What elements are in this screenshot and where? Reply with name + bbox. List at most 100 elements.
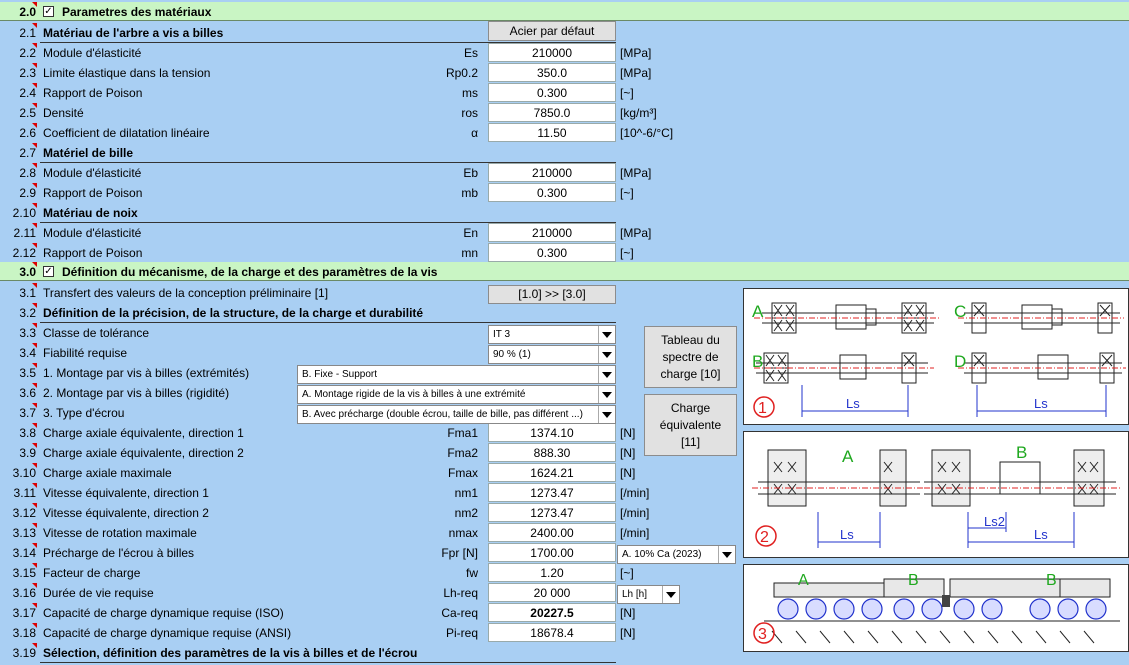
row-label: Durée de vie requise [43,586,154,600]
diagram1-dim-ls-left: Ls [846,396,860,411]
row-symbol: Rp0.2 [445,66,478,80]
comment-marker [32,623,37,628]
comment-marker [32,383,37,388]
row-number: 3.3 [19,326,36,340]
row-number: 3.16 [12,586,36,600]
value-field[interactable]: 1273.47 [488,483,616,502]
row-label: Matériel de bille [43,146,134,160]
row-number: 3.10 [12,466,36,480]
value-field[interactable]: 1273.47 [488,503,616,522]
comment-marker [32,43,37,48]
row-number: 3.4 [19,346,36,360]
row-symbol: nm2 [454,506,478,520]
row-label: Charge axiale équivalente, direction 2 [43,446,244,460]
diagram3-letter-b1: B [908,572,919,589]
diagram2-dim-ls-right: Ls [1034,527,1048,542]
equivalent-load-line1: Charge [670,400,711,415]
mounting-ends-select[interactable]: B. Fixe - Support [297,365,616,384]
row-unit: [MPa] [620,46,652,60]
comment-marker [32,143,37,148]
tolerance-class-select[interactable]: IT 3 [488,325,616,344]
row-label: 2. Montage par vis à billes (rigidité) [43,386,230,400]
heading-underline [40,222,616,223]
life-unit-select[interactable]: Lh [h] [617,585,680,604]
row-number: 2.1 [19,26,36,40]
bearing-mount-section-diagram: A B Ls Ls2 Ls 2 [743,431,1129,558]
row-label: Limite élastique dans la tension [43,66,211,80]
value-field[interactable]: 1624.21 [488,463,616,482]
diagram2-letter-b: B [1016,443,1027,462]
value-field[interactable]: 888.30 [488,443,616,462]
table-row: 3.1 Transfert des valeurs de la conceptio… [0,283,1129,303]
section-checkbox[interactable]: ✓ [43,6,54,17]
load-spectrum-button[interactable]: Tableau du spectre de charge [10] [644,326,737,388]
comment-marker [32,283,37,288]
row-number: 3.15 [12,566,36,580]
diagram1-dim-ls-right: Ls [1034,396,1048,411]
value-field[interactable]: 20 000 [488,583,616,602]
heading-underline [40,322,616,323]
chevron-down-icon [598,346,615,363]
value-field[interactable]: 0.300 [488,243,616,262]
value-field[interactable]: 0.300 [488,183,616,202]
value-field[interactable]: 1.20 [488,563,616,582]
value-field[interactable]: 7850.0 [488,103,616,122]
value-field[interactable]: 210000 [488,223,616,242]
value-field[interactable]: 1700.00 [488,543,616,562]
row-symbol: nmax [448,526,478,540]
value-field[interactable]: 20227.5 [488,603,616,622]
load-spectrum-line3: charge [10] [660,366,721,381]
nut-type-select[interactable]: B. Avec précharge (double écrou, taille … [297,405,616,424]
value-field[interactable]: 210000 [488,43,616,62]
comment-marker [32,123,37,128]
chevron-down-icon [662,586,679,603]
row-symbol: En [463,226,478,240]
comment-marker [32,223,37,228]
row-unit: [MPa] [620,66,652,80]
row-label: Rapport de Poison [43,186,143,200]
row-number: 3.1 [19,286,36,300]
load-spectrum-line2: spectre de [662,349,719,364]
section-number: 3.0 [19,265,36,279]
chevron-down-icon [598,406,615,423]
value-field[interactable]: 1374.10 [488,423,616,442]
diagram3-letter-b2: B [1046,572,1057,589]
row-label: Transfert des valeurs de la conception p… [43,286,329,300]
chevron-down-icon [598,326,615,343]
comment-marker [32,423,37,428]
row-label: Capacité de charge dynamique requise (AN… [43,626,292,640]
reliability-select[interactable]: 90 % (1) [488,345,616,364]
section-checkbox[interactable]: ✓ [43,266,54,277]
preload-select[interactable]: A. 10% Ca (2023) [617,545,736,564]
row-number: 3.8 [19,426,36,440]
default-steel-button[interactable]: Acier par défaut [488,21,616,41]
row-number: 3.9 [19,446,36,460]
value-field[interactable]: 18678.4 [488,623,616,642]
value-field[interactable]: 2400.00 [488,523,616,542]
row-unit: [N] [620,466,636,480]
value-field[interactable]: 0.300 [488,83,616,102]
value-field[interactable]: 11.50 [488,123,616,142]
mounting-rigidity-select[interactable]: A. Montage rigide de la vis à billes à u… [297,385,616,404]
transfer-values-button[interactable]: [1.0] >> [3.0] [488,285,616,304]
comment-marker [32,183,37,188]
section-title: Parametres des matériaux [62,5,212,19]
value-field[interactable]: 210000 [488,163,616,182]
comment-marker [32,163,37,168]
diagram3-letter-a: A [798,572,809,589]
comment-marker [32,343,37,348]
value-field[interactable]: 350.0 [488,63,616,82]
equivalent-load-button[interactable]: Charge équivalente [11] [644,394,737,456]
